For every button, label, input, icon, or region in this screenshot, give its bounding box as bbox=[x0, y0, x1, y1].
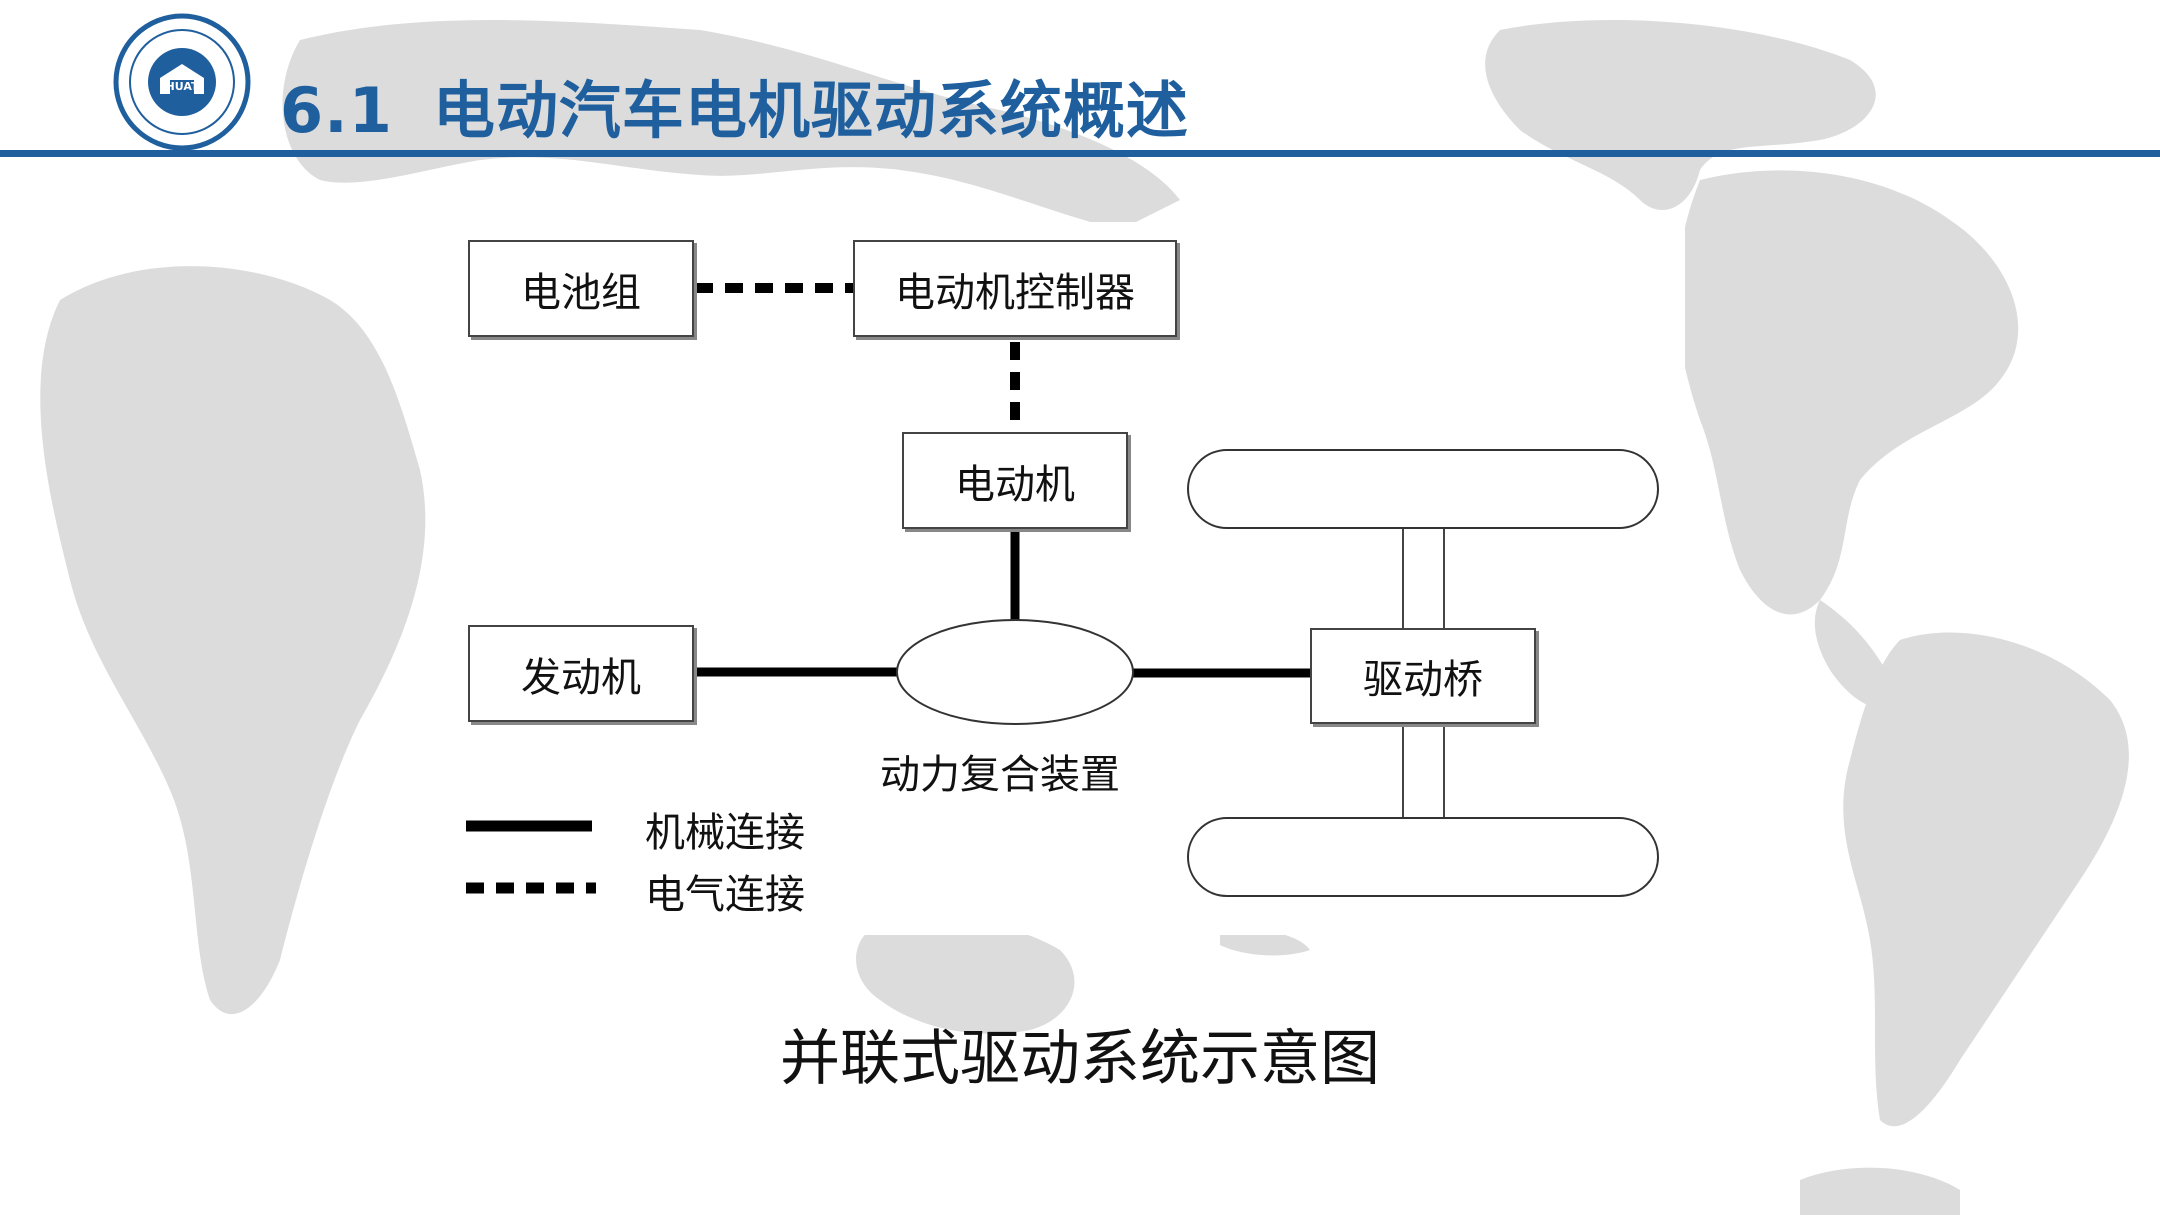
motor-controller-label: 电动机控制器 bbox=[895, 269, 1135, 316]
battery-label: 电池组 bbox=[521, 269, 641, 316]
motor-box: 电动机 bbox=[902, 432, 1128, 529]
svg-text:HUAT: HUAT bbox=[166, 80, 199, 93]
legend-mechanical-label: 机械连接 bbox=[645, 810, 805, 856]
section-title: 电动汽车电机驱动系统概述 bbox=[432, 74, 1189, 147]
motor-label: 电动机 bbox=[955, 461, 1075, 508]
drive-axle-label: 驱动桥 bbox=[1363, 657, 1483, 703]
diagram-panel bbox=[433, 222, 1685, 935]
motor-controller-box: 电动机控制器 bbox=[853, 240, 1177, 337]
section-number: 6.1 bbox=[280, 74, 393, 147]
wheel-bottom bbox=[1187, 817, 1659, 897]
page-title: 6.1 电动汽车电机驱动系统概述 bbox=[280, 60, 1189, 150]
battery-box: 电池组 bbox=[468, 240, 694, 337]
engine-box: 发动机 bbox=[468, 625, 694, 722]
engine-label: 发动机 bbox=[521, 654, 641, 701]
diagram-caption: 并联式驱动系统示意图 bbox=[780, 1024, 1380, 1094]
wheel-top bbox=[1187, 449, 1659, 529]
coupler-label: 动力复合装置 bbox=[880, 752, 1120, 798]
coupler-ellipse bbox=[896, 619, 1134, 725]
legend-electrical-label: 电气连接 bbox=[645, 872, 805, 918]
header-rule bbox=[0, 150, 2160, 157]
university-logo: HUAT bbox=[113, 13, 251, 151]
drive-axle-box: 驱动桥 bbox=[1310, 628, 1536, 724]
